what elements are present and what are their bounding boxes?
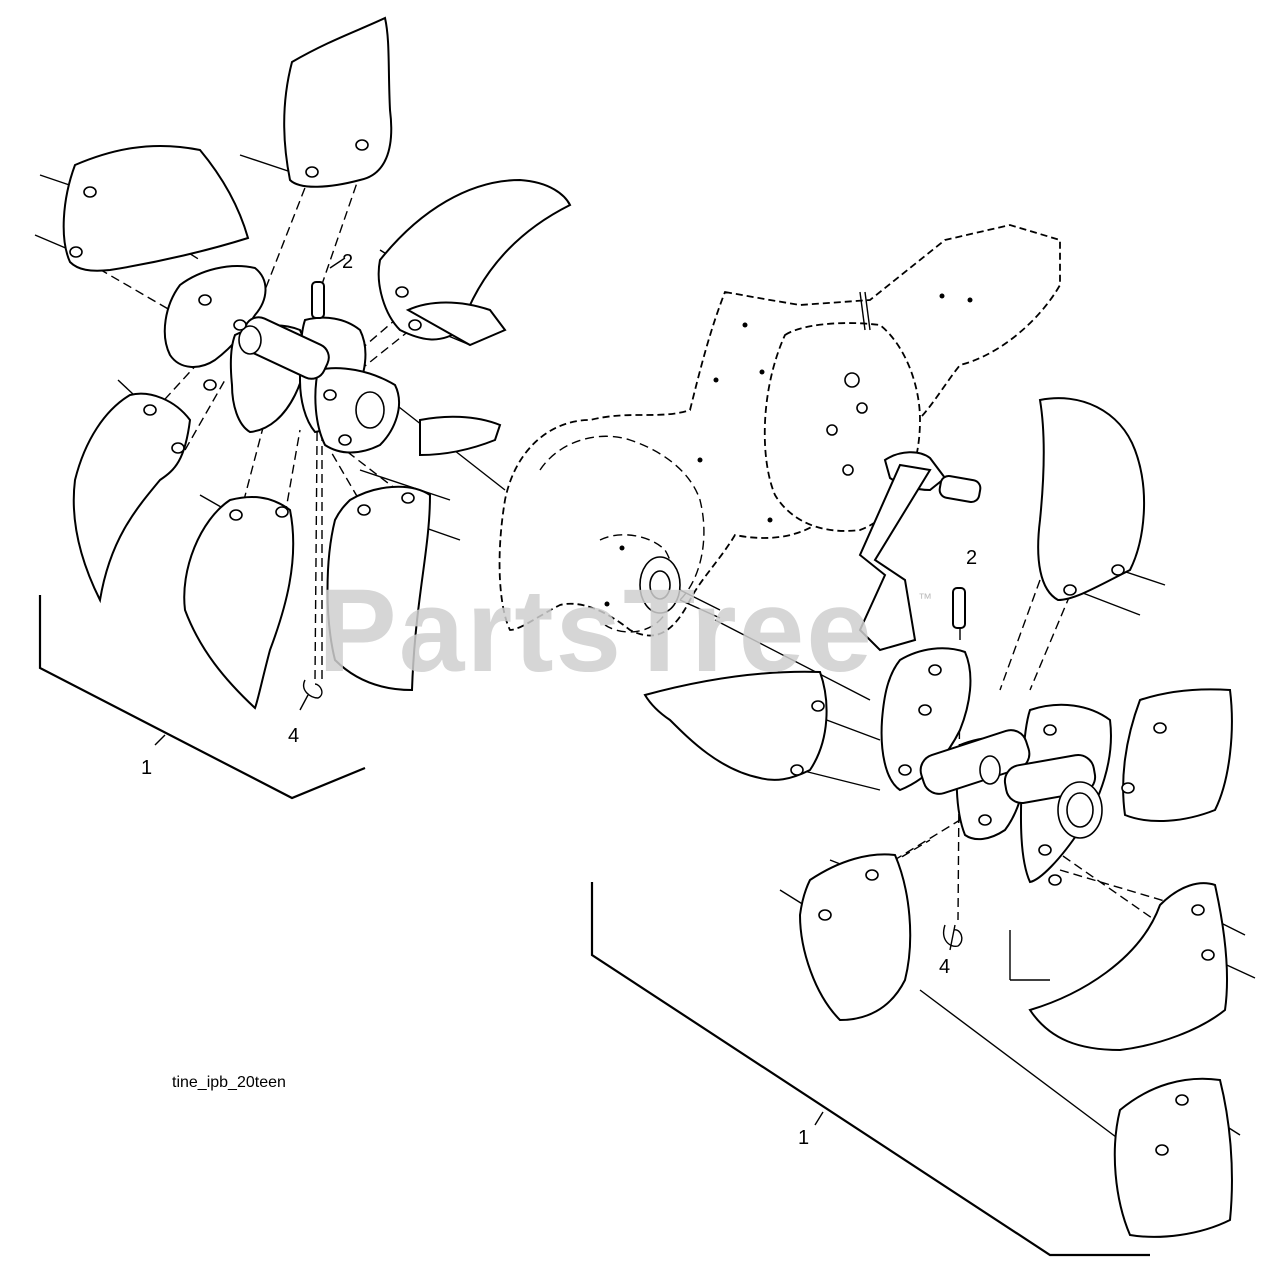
- tiller-housing: [498, 224, 1061, 652]
- callout-right-1: 1: [798, 1127, 810, 1149]
- left-mounting-holes: [69, 139, 422, 521]
- callout-right-4: 4: [939, 956, 951, 978]
- right-tine-blades: [643, 397, 1233, 1238]
- left-tine-hub: [163, 265, 400, 699]
- callout-left-2: 2: [342, 251, 354, 273]
- right-mounting-holes: [790, 564, 1215, 1156]
- right-tine-hub: [880, 587, 1112, 947]
- left-tine-assembly: [34, 16, 572, 800]
- right-leader-lines: [714, 569, 1256, 1171]
- callout-right-2: 2: [966, 547, 978, 569]
- callout-left-1: 1: [141, 757, 153, 779]
- callout-left-4: 4: [288, 725, 300, 747]
- drawing-caption: tine_ipb_20teen: [172, 1074, 286, 1091]
- left-assembly-bracket: [38, 595, 366, 800]
- trademark-symbol: ™: [918, 590, 932, 606]
- right-tine-assembly: [590, 397, 1256, 1257]
- right-assembly-bracket: [590, 882, 1150, 1257]
